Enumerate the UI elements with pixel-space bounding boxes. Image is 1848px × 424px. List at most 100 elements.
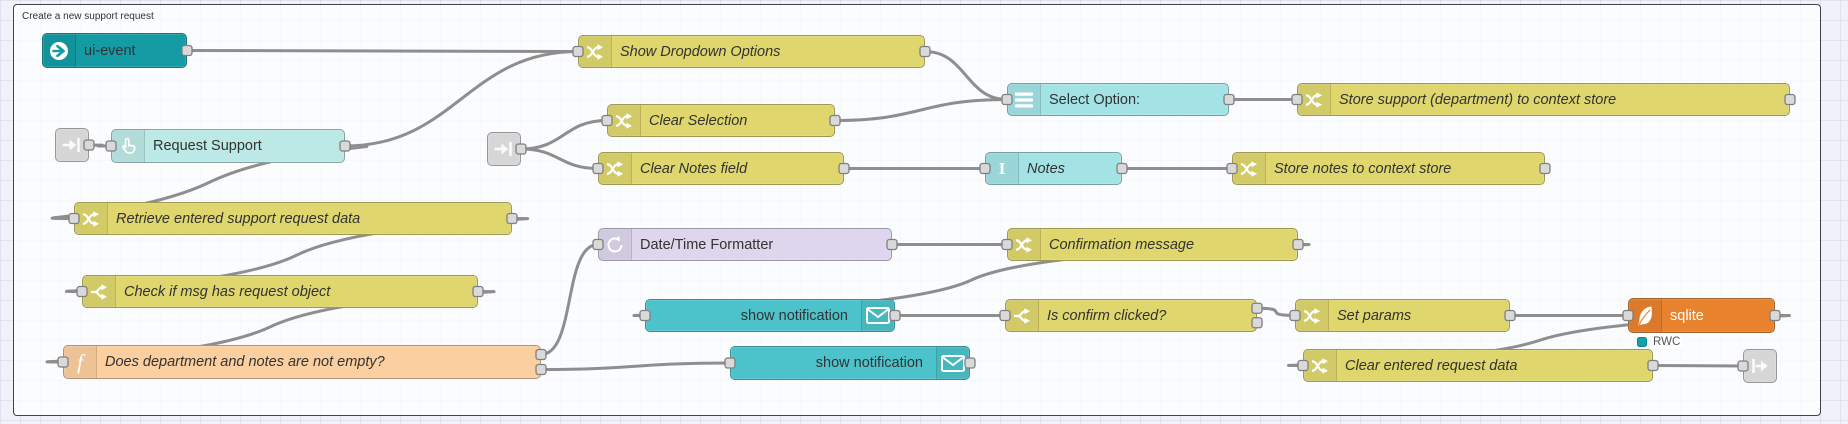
clock-icon (599, 229, 632, 260)
port-in[interactable] (572, 45, 584, 58)
node-store-support-to-context-label: Store support (department) to context st… (1339, 91, 1617, 108)
port-in[interactable] (1289, 309, 1301, 322)
port-out[interactable] (535, 348, 547, 361)
port-in[interactable] (57, 356, 69, 368)
wire-clearEntered-to-linkC[interactable] (1651, 364, 1745, 368)
shuffle-icon (608, 105, 641, 136)
node-show-notification-confirm[interactable]: show notification (645, 299, 895, 332)
feather-icon (1629, 299, 1662, 332)
node-store-notes-to-context[interactable]: Store notes to context store (1232, 152, 1545, 185)
fork-icon (83, 276, 116, 307)
port-out[interactable] (1784, 93, 1796, 106)
link-out-icon (1744, 350, 1776, 382)
port-in[interactable] (999, 309, 1011, 322)
wire-clearSelection-to-selectOption[interactable] (833, 98, 1009, 122)
node-clear-selection[interactable]: Clear Selection (607, 104, 835, 137)
port-out[interactable] (1116, 162, 1128, 175)
port-in[interactable] (76, 285, 88, 298)
node-clear-entered-request-data-label: Clear entered request data (1345, 357, 1518, 374)
shuffle-icon (1296, 300, 1329, 331)
link-out-node-right[interactable] (1743, 349, 1777, 383)
port-in[interactable] (105, 140, 117, 152)
wire-requestSupport-to-retrieve[interactable] (50, 144, 369, 220)
port-out[interactable] (339, 140, 351, 152)
wire-uiEvent-to-showDropdown[interactable] (185, 49, 580, 53)
port-out[interactable] (535, 363, 547, 376)
wire-doesEmpty-to-notif2[interactable] (539, 361, 732, 371)
status-text: RWC (1651, 336, 1683, 348)
port-in[interactable] (1001, 238, 1013, 251)
wire-linkB-to-clearSelection[interactable] (519, 119, 609, 151)
node-retrieve-entered-data[interactable]: Retrieve entered support request data (74, 202, 512, 235)
node-check-if-msg-has-request[interactable]: Check if msg has request object (82, 275, 478, 308)
node-request-support-button[interactable]: Request Support (111, 129, 345, 163)
status-dot (1637, 337, 1647, 347)
node-is-confirm-clicked[interactable]: Is confirm clicked? (1005, 299, 1257, 332)
wire-linkB-to-clearNotes[interactable] (519, 147, 600, 170)
port-out[interactable] (1539, 162, 1551, 175)
node-show-notification-error[interactable]: show notification (730, 346, 970, 380)
port-in[interactable] (724, 357, 736, 369)
port-in[interactable] (1226, 162, 1238, 175)
port-out[interactable] (515, 143, 527, 155)
node-date-time-formatter[interactable]: Date/Time Formatter (598, 228, 892, 261)
port-out[interactable] (829, 114, 841, 127)
port-in[interactable] (601, 114, 613, 127)
node-sqlite[interactable]: sqlite (1628, 298, 1775, 333)
wire-requestSupport-to-showDropdown[interactable] (343, 50, 580, 148)
port-out[interactable] (838, 162, 850, 175)
port-out[interactable] (1292, 238, 1304, 251)
node-show-notification-error-label: show notification (815, 355, 923, 371)
port-out[interactable] (472, 285, 484, 298)
port-out[interactable] (886, 238, 898, 251)
ibeam-icon: I (986, 153, 1019, 184)
port-out[interactable] (964, 357, 976, 369)
port-in[interactable] (1001, 93, 1013, 106)
port-in[interactable] (592, 162, 604, 175)
shuffle-icon (75, 203, 108, 234)
shuffle-icon (1298, 84, 1331, 115)
node-clear-selection-label: Clear Selection (649, 112, 748, 129)
envelope-icon (861, 300, 894, 331)
wire-showDropdown-to-selectOption[interactable] (923, 50, 1009, 101)
wire-doesEmpty-to-datetime[interactable] (539, 243, 600, 357)
shuffle-icon (1304, 350, 1337, 381)
node-store-support-to-context[interactable]: Store support (department) to context st… (1297, 83, 1790, 116)
port-out[interactable] (1504, 309, 1516, 322)
port-out[interactable] (181, 44, 193, 57)
port-in[interactable] (1622, 309, 1634, 322)
port-in[interactable] (1291, 93, 1303, 106)
port-out[interactable] (1251, 302, 1263, 314)
port-in[interactable] (1297, 359, 1309, 372)
menu-icon (1008, 84, 1041, 115)
wire-linkA-to-requestSupport[interactable] (87, 143, 113, 148)
port-in[interactable] (68, 212, 80, 225)
port-out[interactable] (1251, 317, 1263, 329)
port-in[interactable] (1737, 360, 1749, 372)
node-show-dropdown-options[interactable]: Show Dropdown Options (578, 35, 925, 68)
port-out[interactable] (889, 309, 901, 322)
node-set-params-label: Set params (1337, 307, 1412, 324)
node-confirmation-message[interactable]: Confirmation message (1007, 228, 1298, 261)
node-does-department-notes-not-empty-label: Does department and notes are not empty? (105, 354, 385, 370)
port-out[interactable] (1223, 93, 1235, 106)
node-clear-entered-request-data[interactable]: Clear entered request data (1303, 349, 1653, 382)
port-out[interactable] (1769, 309, 1781, 322)
port-in[interactable] (592, 238, 604, 251)
port-in[interactable] (979, 162, 991, 175)
port-out[interactable] (506, 212, 518, 225)
wire-isConfirm-to-setParams[interactable] (1255, 306, 1297, 317)
hand-icon (112, 130, 145, 162)
node-ui-event[interactable]: ui-event (42, 33, 187, 68)
node-clear-notes-field[interactable]: Clear Notes field (598, 152, 844, 185)
node-set-params[interactable]: Set params (1295, 299, 1510, 332)
port-in[interactable] (639, 309, 651, 322)
node-select-option-dropdown[interactable]: Select Option: (1007, 83, 1229, 116)
port-out[interactable] (919, 45, 931, 58)
port-out[interactable] (1647, 359, 1659, 372)
port-out[interactable] (83, 139, 95, 151)
